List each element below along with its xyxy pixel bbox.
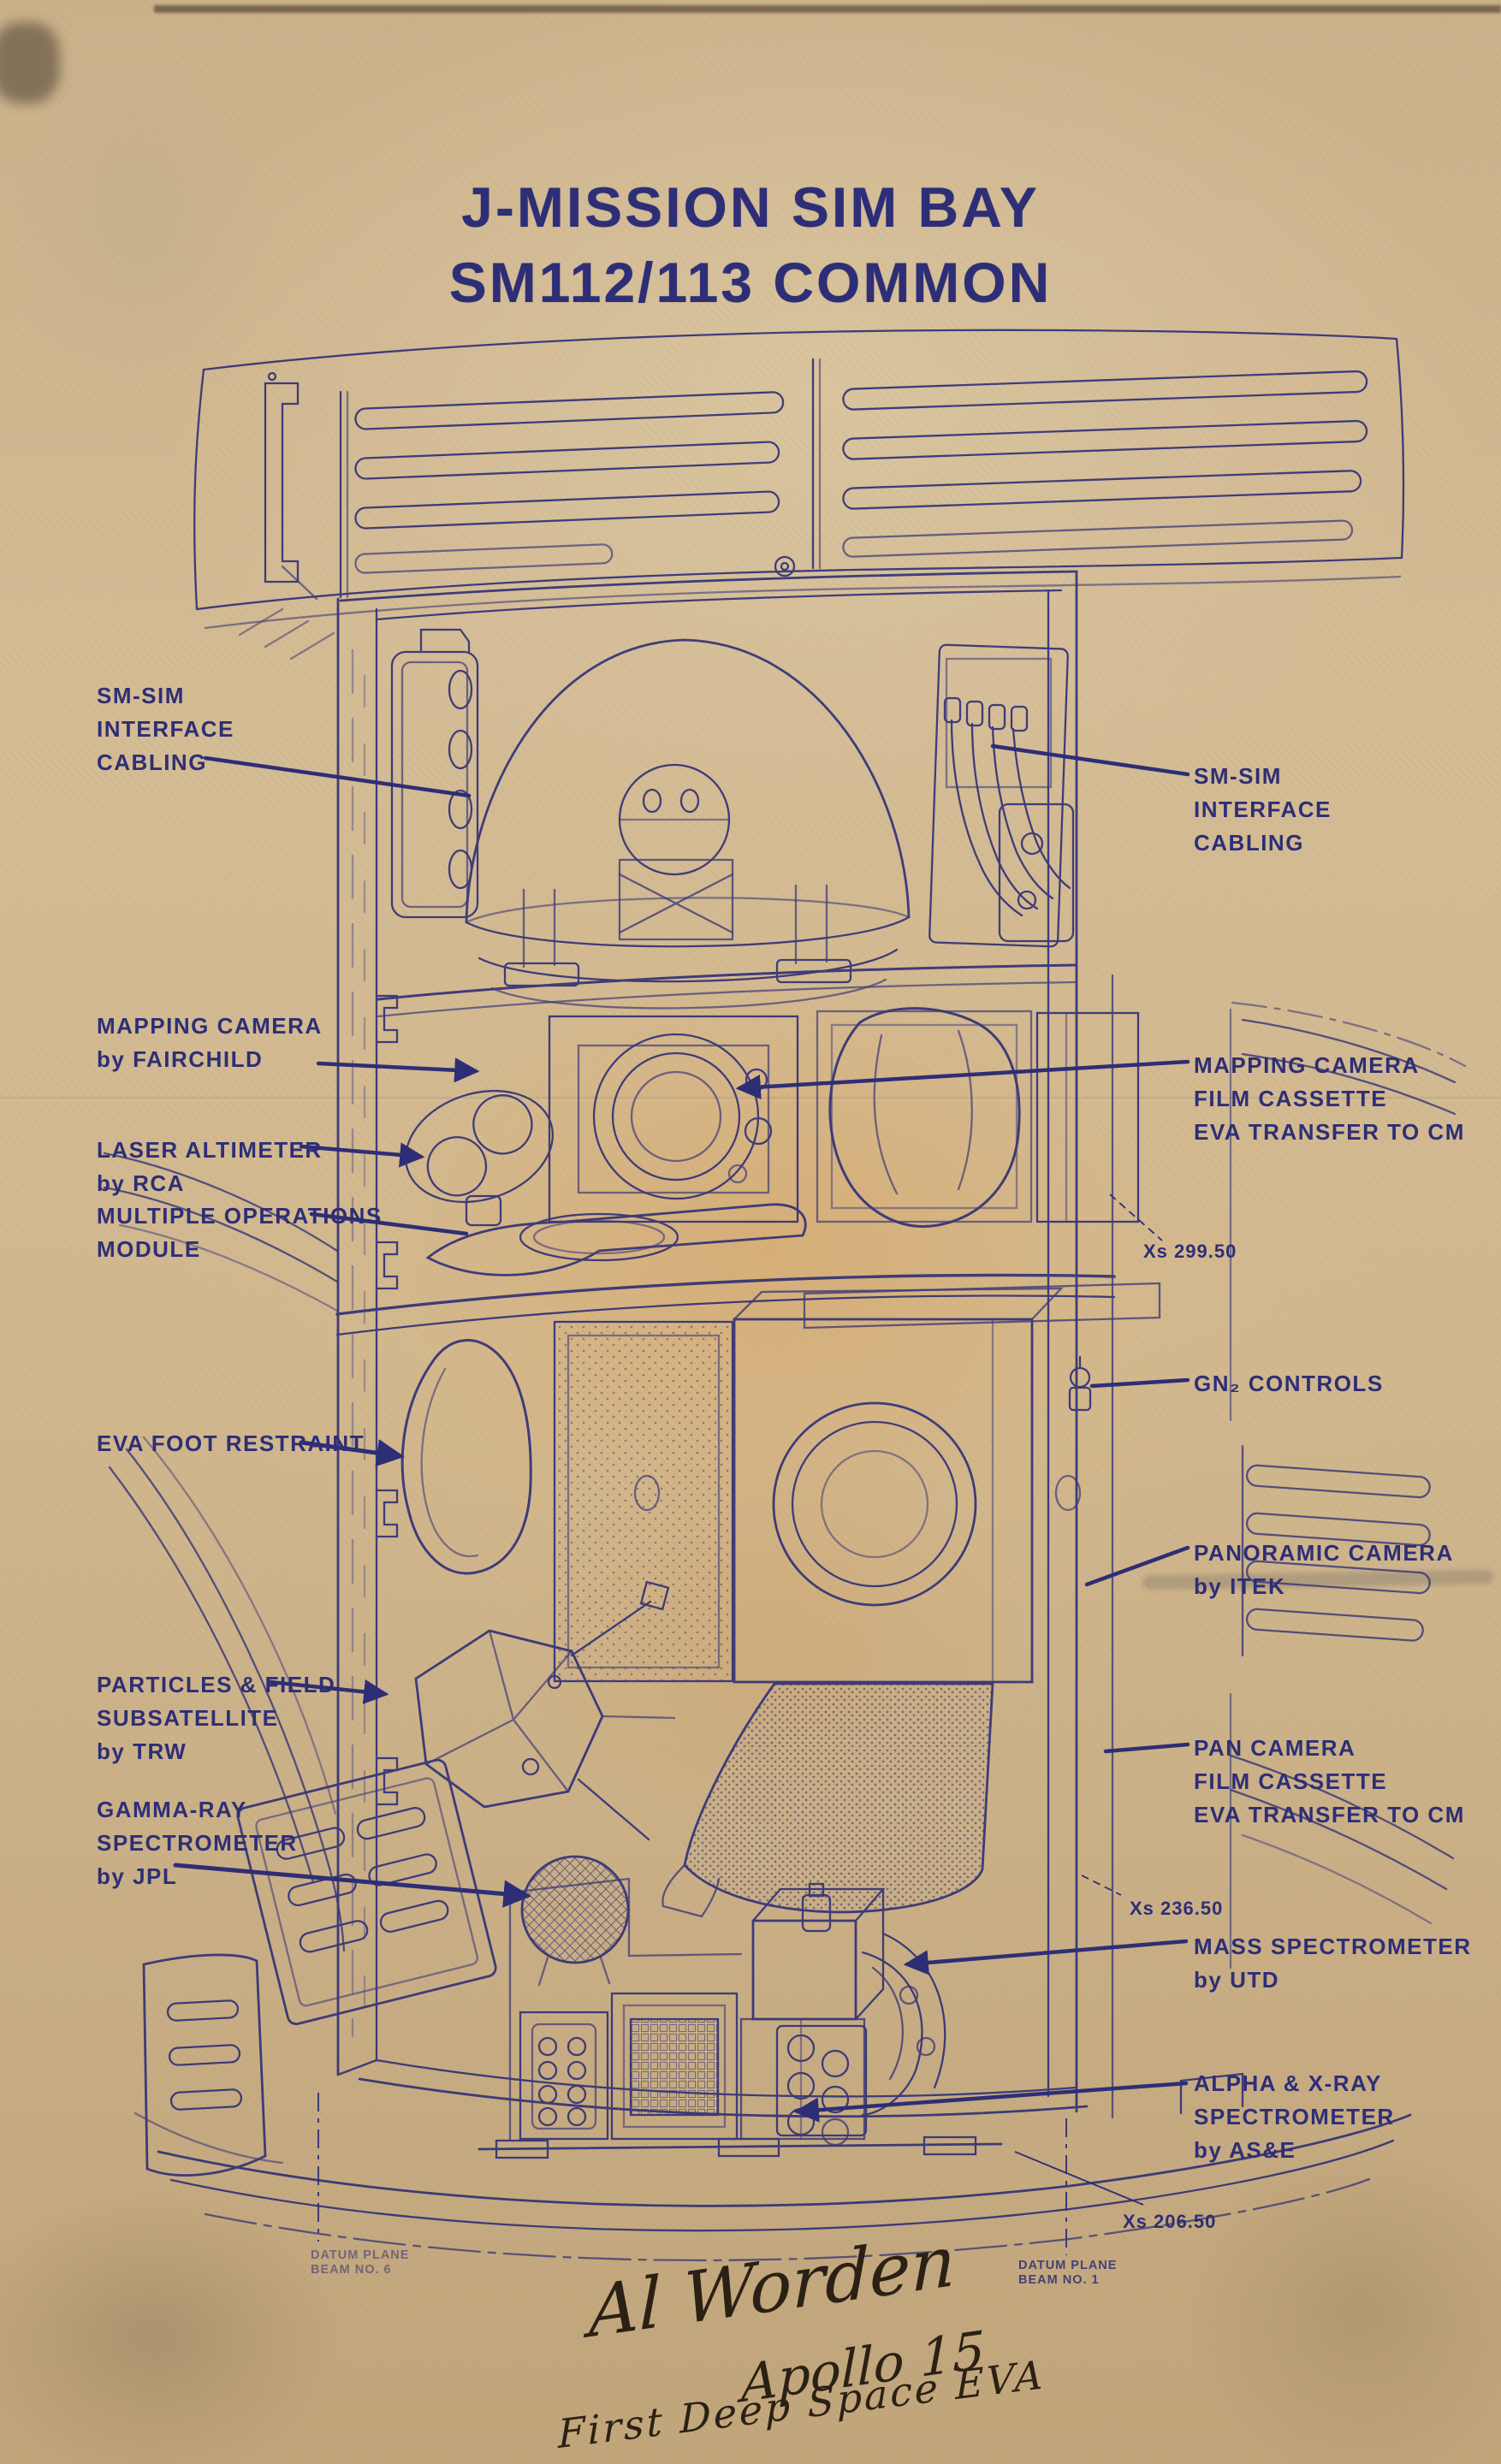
leader-gamma-ray	[173, 1863, 531, 1908]
cassette-stowage-box	[1035, 1011, 1140, 1223]
gamma-ray-sphere-drawing	[520, 1855, 630, 1964]
vent-slots-left	[354, 391, 785, 574]
callout-sm-sim-cabling-right: SM-SIM INTERFACE CABLING	[1194, 763, 1332, 856]
leader-subsatellite	[268, 1679, 389, 1704]
callout-pan-film-cassette: PAN CAMERA FILM CASSETTE EVA TRANSFER TO…	[1194, 1735, 1465, 1827]
leader-lines	[173, 743, 1190, 2123]
mapping-camera-drawing	[548, 1015, 799, 1223]
station-leaders	[317, 1194, 1163, 2255]
drawing-strokes	[103, 329, 1467, 2262]
hull-section-right	[1229, 1001, 1467, 1925]
leader-xs-236	[1081, 1875, 1122, 1896]
callout-subsatellite: PARTICLES & FIELD SUBSATELLITE by TRW	[97, 1672, 336, 1764]
station-xs-299: Xs 299.50	[1143, 1241, 1237, 1262]
mapping-film-cassette-drawing	[816, 1007, 1033, 1228]
leader-xs-206	[1014, 2151, 1144, 2206]
laser-altimeter-drawing	[404, 1089, 555, 1204]
multiple-operations-module-drawing	[425, 1194, 807, 1276]
vent-slots-right	[842, 370, 1368, 558]
leader-panoramic-camera	[1084, 1545, 1190, 1587]
callout-laser-altimeter: LASER ALTIMETER by RCA	[97, 1137, 323, 1196]
leader-mass-spectrometer	[903, 1939, 1189, 1975]
sm-sim-cabling-panel-right	[928, 643, 1075, 948]
sm-sim-cabling-panel-left	[390, 628, 479, 919]
callout-eva-foot-restraint: EVA FOOT RESTRAINT	[97, 1430, 365, 1456]
panoramic-camera-drawing	[553, 1287, 1082, 1684]
leader-sm-sim-right	[990, 743, 1190, 777]
sm-lower-skin	[157, 2072, 1412, 2262]
leader-laser-altimeter	[299, 1142, 425, 1168]
leader-gn2	[1089, 1377, 1190, 1389]
sm-upper-skin-panel	[193, 329, 1405, 660]
leader-eva-foot-restraint	[299, 1439, 405, 1467]
callout-gamma-ray-spectrometer: GAMMA-RAY SPECTROMETER by JPL	[97, 1797, 298, 1889]
station-xs-236: Xs 236.50	[1130, 1898, 1224, 1919]
datum-plane-right: DATUM PLANE BEAM NO. 1	[1018, 2259, 1118, 2287]
eva-foot-restraint-drawing	[400, 1339, 532, 1575]
callout-sm-sim-cabling-left: SM-SIM INTERFACE CABLING	[97, 683, 234, 775]
leader-xs-299	[1109, 1194, 1163, 1241]
datum-plane-left: DATUM PLANE BEAM NO. 6	[311, 2248, 410, 2277]
gn2-controls-drawing	[1068, 1355, 1092, 1412]
callout-gn2-controls: GN₂ CONTROLS	[1194, 1371, 1384, 1396]
callout-mass-spectrometer: MASS SPECTROMETER by UTD	[1194, 1934, 1472, 1993]
callout-panoramic-camera: PANORAMIC CAMERA by ITEK	[1194, 1540, 1454, 1599]
leader-mapping-camera	[316, 1057, 480, 1083]
leader-sm-sim-left	[203, 755, 472, 798]
door-flap-drawing	[142, 1953, 267, 2177]
hull-section-left	[103, 1152, 346, 2165]
leader-alpha-xray	[793, 2081, 1189, 2123]
pan-film-chute-drawing	[683, 1682, 994, 1914]
shelf-mid	[335, 1273, 1116, 1316]
leader-mapping-film-cassette	[735, 1059, 1190, 1100]
callout-multiple-operations-module: MULTIPLE OPERATIONS MODULE	[97, 1203, 383, 1262]
callout-mapping-camera: MAPPING CAMERA by FAIRCHILD	[97, 1013, 323, 1072]
callout-alpha-xray-spectrometer: ALPHA & X-RAY SPECTROMETER by AS&E	[1194, 2070, 1395, 2163]
callout-mapping-film-cassette: MAPPING CAMERA FILM CASSETTE EVA TRANSFE…	[1194, 1052, 1465, 1145]
subsatellite-drawing	[414, 1580, 676, 1841]
leader-pan-film-cassette	[1103, 1742, 1190, 1754]
shelf-upper	[377, 963, 1077, 1001]
bottom-equipment-drawing	[478, 1877, 1003, 2159]
leader-mom	[309, 1211, 469, 1236]
fuel-tank-dome	[465, 638, 911, 1010]
station-xs-206: Xs 206.50	[1123, 2211, 1217, 2232]
page-title: J-MISSION SIM BAY SM112/113 COMMON	[448, 175, 1053, 314]
